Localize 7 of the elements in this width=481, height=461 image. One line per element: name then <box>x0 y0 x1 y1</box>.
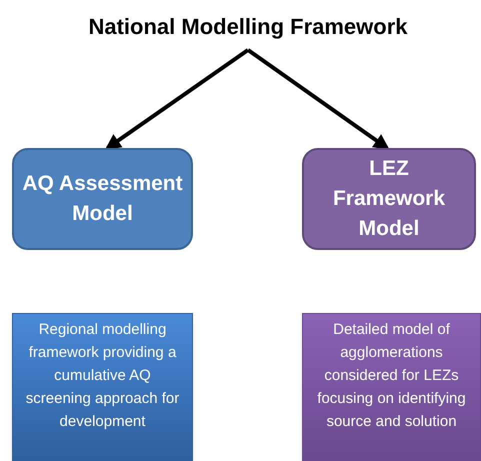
description-box: Detailed model of agglomerations considered for LEZs focusing on identifying source and solution <box>302 313 481 461</box>
description-box: Regional modelling framework providing a cumulative AQ screening approach for development <box>12 313 193 461</box>
title-text: National Modelling Framework <box>58 10 438 50</box>
model-box: AQ Assessment Model <box>12 148 193 250</box>
model-box: LEZ Framework Model <box>302 148 476 250</box>
arrow <box>246 48 390 150</box>
arrow <box>104 48 250 150</box>
